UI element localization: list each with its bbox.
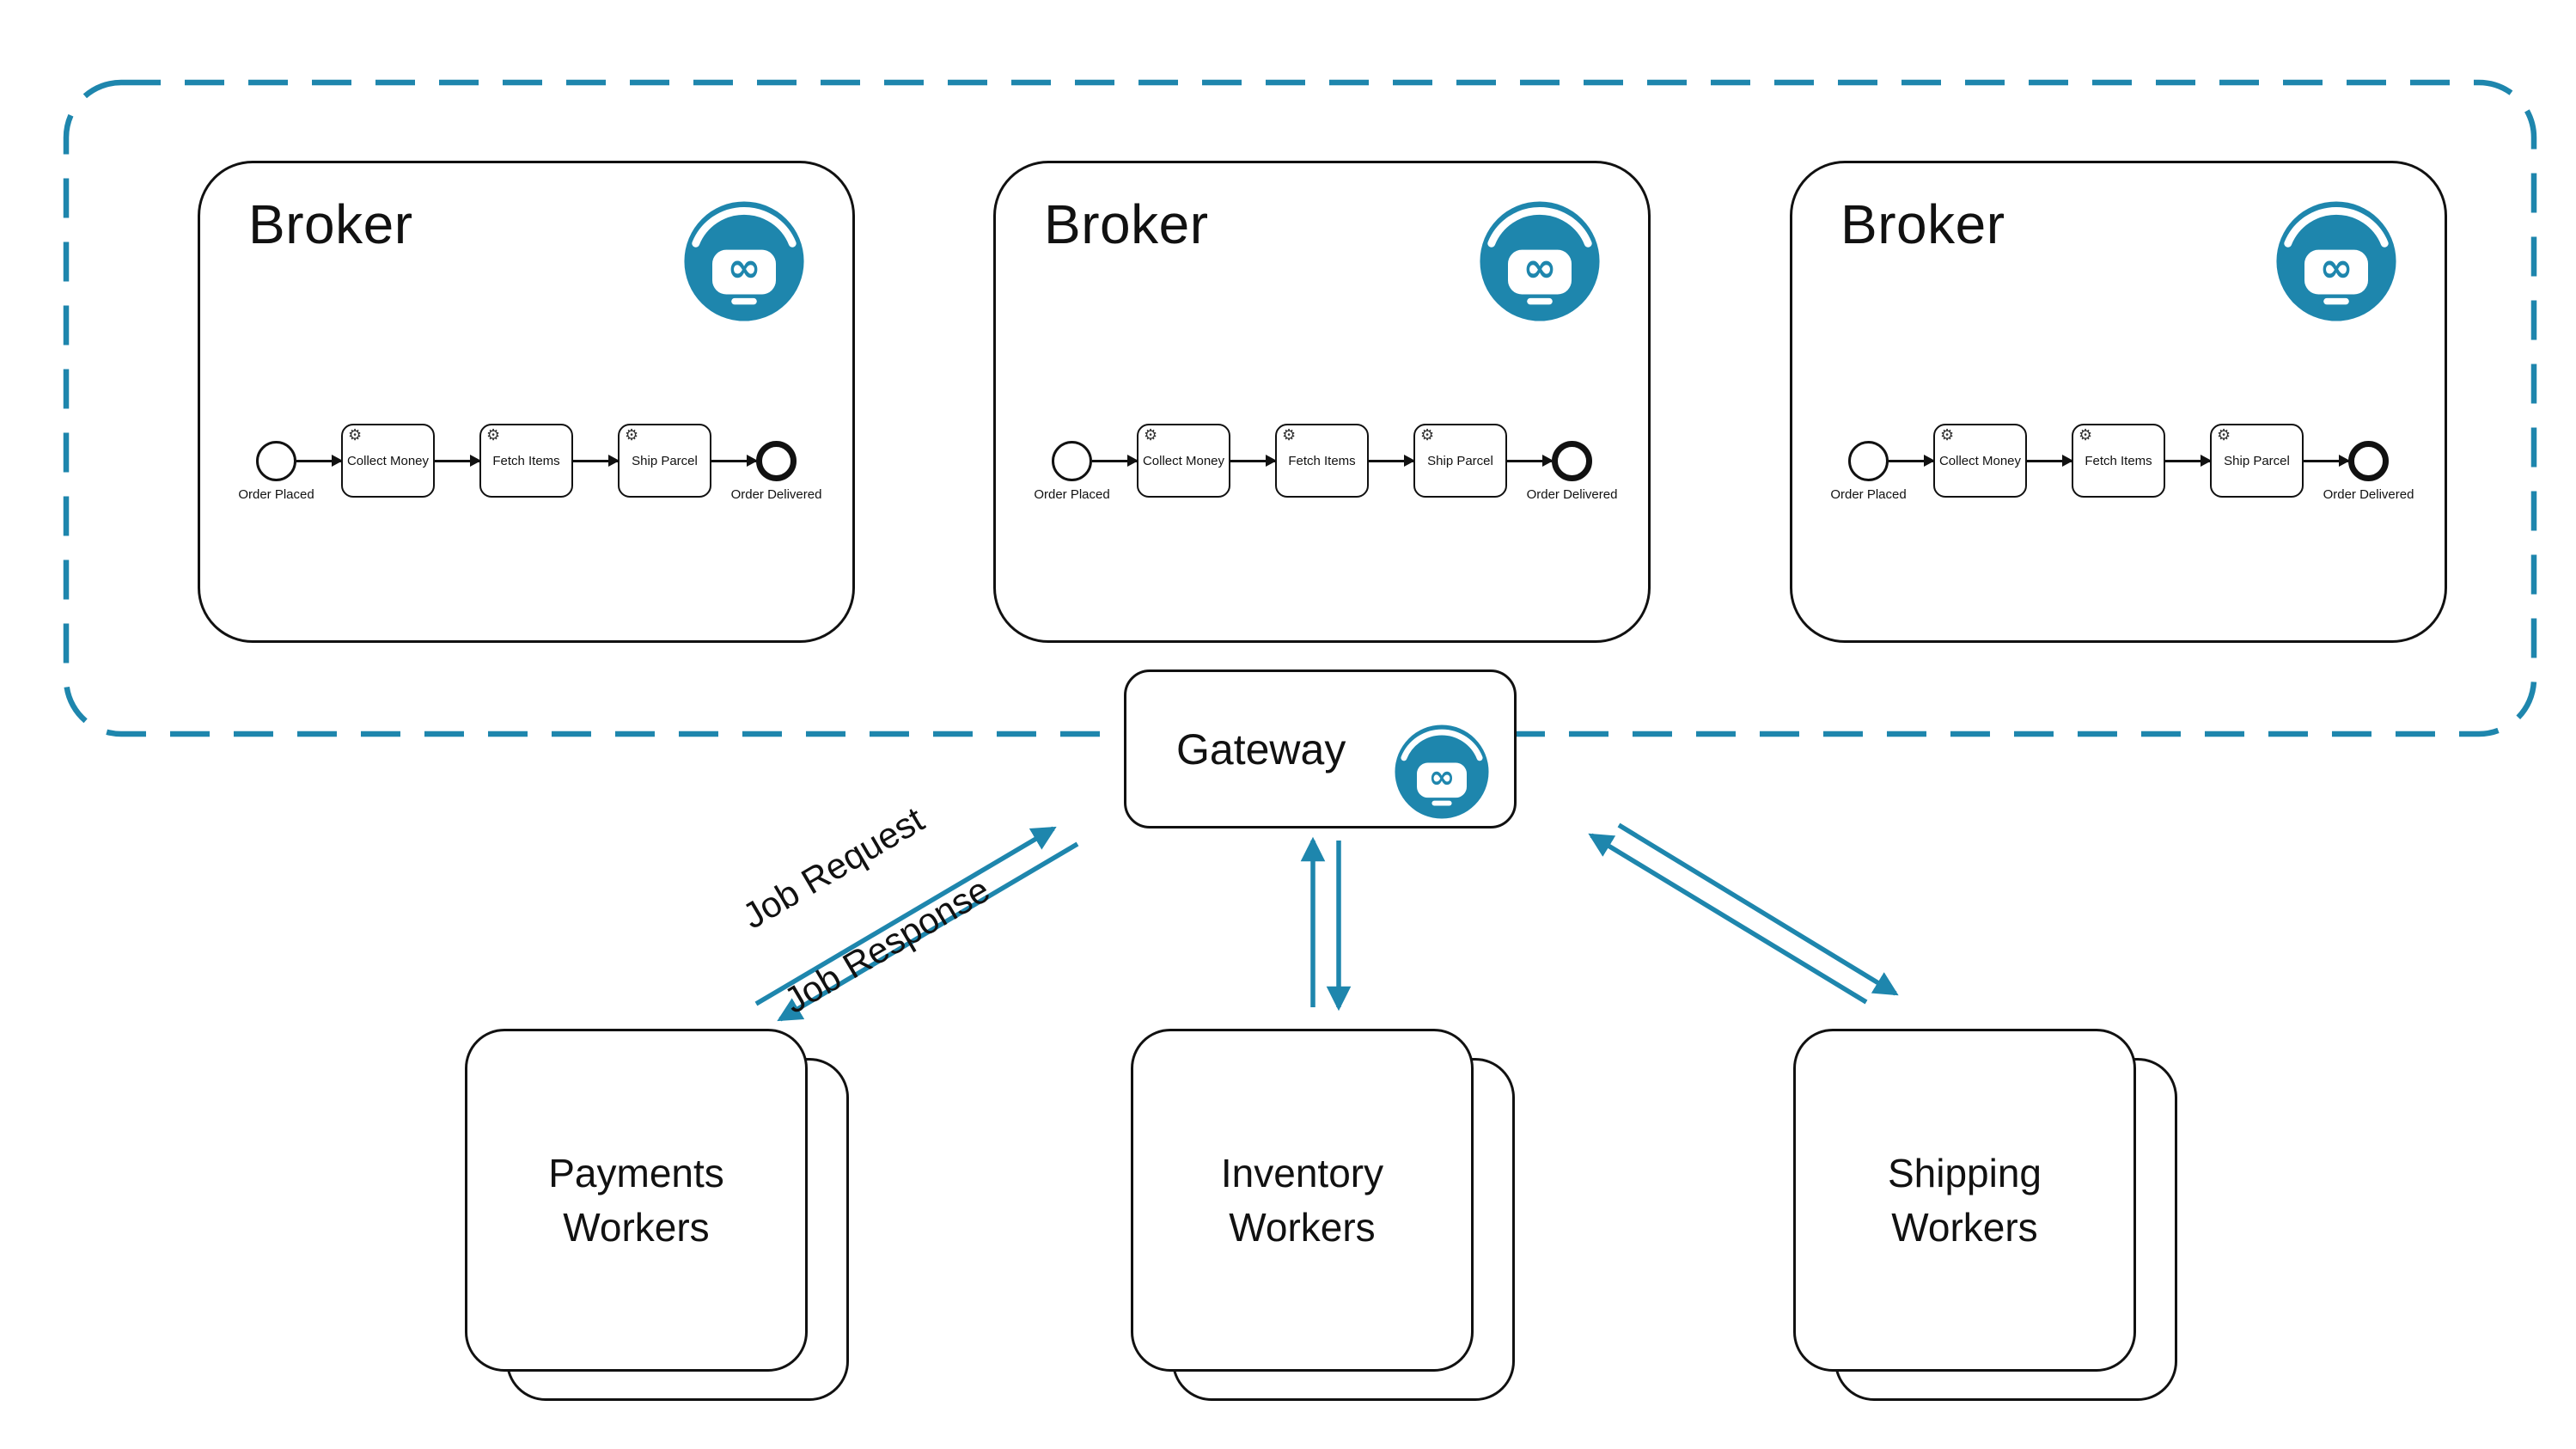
bpmn-process: Order Placed ⚙ Collect Money ⚙ Fetch Ite… bbox=[1022, 424, 1622, 502]
zeebe-robot-icon bbox=[1392, 722, 1492, 822]
sequence-flow-arrow bbox=[296, 454, 343, 467]
bpmn-task: ⚙ Collect Money bbox=[1933, 424, 2027, 498]
bpmn-task: ⚙ Ship Parcel bbox=[618, 424, 711, 498]
task-label: Ship Parcel bbox=[2224, 453, 2290, 468]
task-label: Fetch Items bbox=[492, 453, 560, 468]
arrow-gateway-to-shipping bbox=[1617, 822, 1899, 996]
bpmn-task: ⚙ Ship Parcel bbox=[2210, 424, 2304, 498]
start-event-circle bbox=[1848, 440, 1889, 481]
bpmn-task: ⚙ Collect Money bbox=[341, 424, 435, 498]
bpmn-task: ⚙ Fetch Items bbox=[1275, 424, 1369, 498]
service-task-gear-icon: ⚙ bbox=[1282, 426, 1297, 443]
sequence-flow-arrow bbox=[2027, 454, 2073, 467]
worker-card-shipping: Shipping Workers bbox=[1793, 1029, 2177, 1401]
broker-box: Broker Order Placed ⚙ Collect Money ⚙ Fe… bbox=[1790, 161, 2447, 643]
worker-label: Shipping Workers bbox=[1887, 1151, 2042, 1250]
service-task-gear-icon: ⚙ bbox=[2079, 426, 2093, 443]
task-label: Collect Money bbox=[1938, 453, 2022, 468]
service-task-gear-icon: ⚙ bbox=[2217, 426, 2231, 443]
task-label: Fetch Items bbox=[2085, 453, 2152, 468]
sequence-flow-arrow bbox=[711, 454, 758, 467]
service-task-gear-icon: ⚙ bbox=[625, 426, 639, 443]
bpmn-end-event: Order Delivered bbox=[731, 440, 821, 502]
bpmn-end-event: Order Delivered bbox=[1527, 440, 1617, 502]
zeebe-robot-icon bbox=[681, 198, 808, 325]
worker-card-payments: Payments Workers bbox=[465, 1029, 849, 1401]
broker-box: Broker Order Placed ⚙ Collect Money ⚙ Fe… bbox=[198, 161, 855, 643]
zeebe-robot-icon bbox=[1476, 198, 1603, 325]
broker-box: Broker Order Placed ⚙ Collect Money ⚙ Fe… bbox=[993, 161, 1651, 643]
bpmn-task: ⚙ Fetch Items bbox=[479, 424, 573, 498]
zeebe-robot-icon bbox=[2273, 198, 2400, 325]
broker-title: Broker bbox=[1840, 193, 2005, 255]
task-label: Ship Parcel bbox=[632, 453, 698, 468]
bpmn-process: Order Placed ⚙ Collect Money ⚙ Fetch Ite… bbox=[226, 424, 827, 502]
task-label: Collect Money bbox=[1142, 453, 1225, 468]
bpmn-start-event: Order Placed bbox=[1830, 440, 1907, 502]
bpmn-end-event: Order Delivered bbox=[2323, 440, 2414, 502]
bpmn-start-event: Order Placed bbox=[238, 440, 314, 502]
bpmn-task: ⚙ Fetch Items bbox=[2072, 424, 2165, 498]
bpmn-task: ⚙ Collect Money bbox=[1137, 424, 1230, 498]
sequence-flow-arrow bbox=[435, 454, 481, 467]
worker-card-front: Payments Workers bbox=[465, 1029, 808, 1372]
end-event-circle bbox=[2348, 440, 2389, 481]
gateway-box: Gateway bbox=[1124, 669, 1517, 828]
service-task-gear-icon: ⚙ bbox=[1420, 426, 1435, 443]
start-event-label: Order Placed bbox=[1034, 486, 1110, 502]
broker-title: Broker bbox=[1044, 193, 1209, 255]
end-event-label: Order Delivered bbox=[1526, 486, 1618, 502]
service-task-gear-icon: ⚙ bbox=[1144, 426, 1158, 443]
broker-title: Broker bbox=[248, 193, 413, 255]
bpmn-task: ⚙ Ship Parcel bbox=[1413, 424, 1507, 498]
task-label: Collect Money bbox=[346, 453, 430, 468]
worker-label: Inventory Workers bbox=[1220, 1151, 1384, 1250]
sequence-flow-arrow bbox=[573, 454, 620, 467]
worker-label: Payments Workers bbox=[548, 1151, 724, 1250]
worker-card-front: Shipping Workers bbox=[1793, 1029, 2136, 1372]
worker-card-inventory: Inventory Workers bbox=[1131, 1029, 1515, 1401]
arrow-shipping-to-gateway bbox=[1588, 833, 1868, 1005]
gateway-label: Gateway bbox=[1176, 724, 1346, 773]
end-event-circle bbox=[1552, 440, 1592, 481]
task-label: Fetch Items bbox=[1288, 453, 1356, 468]
service-task-gear-icon: ⚙ bbox=[1940, 426, 1955, 443]
sequence-flow-arrow bbox=[1507, 454, 1554, 467]
service-task-gear-icon: ⚙ bbox=[486, 426, 501, 443]
sequence-flow-arrow bbox=[1092, 454, 1138, 467]
sequence-flow-arrow bbox=[1369, 454, 1415, 467]
sequence-flow-arrow bbox=[1889, 454, 1935, 467]
sequence-flow-arrow bbox=[2304, 454, 2350, 467]
bpmn-start-event: Order Placed bbox=[1034, 440, 1110, 502]
worker-card-front: Inventory Workers bbox=[1131, 1029, 1474, 1372]
service-task-gear-icon: ⚙ bbox=[348, 426, 363, 443]
task-label: Ship Parcel bbox=[1427, 453, 1493, 468]
end-event-circle bbox=[756, 440, 797, 481]
sequence-flow-arrow bbox=[1230, 454, 1277, 467]
bpmn-process: Order Placed ⚙ Collect Money ⚙ Fetch Ite… bbox=[1818, 424, 2419, 502]
sequence-flow-arrow bbox=[2165, 454, 2212, 467]
start-event-circle bbox=[1052, 440, 1092, 481]
start-event-label: Order Placed bbox=[1830, 486, 1907, 502]
start-event-circle bbox=[256, 440, 296, 481]
end-event-label: Order Delivered bbox=[2323, 486, 2414, 502]
start-event-label: Order Placed bbox=[238, 486, 314, 502]
end-event-label: Order Delivered bbox=[730, 486, 822, 502]
